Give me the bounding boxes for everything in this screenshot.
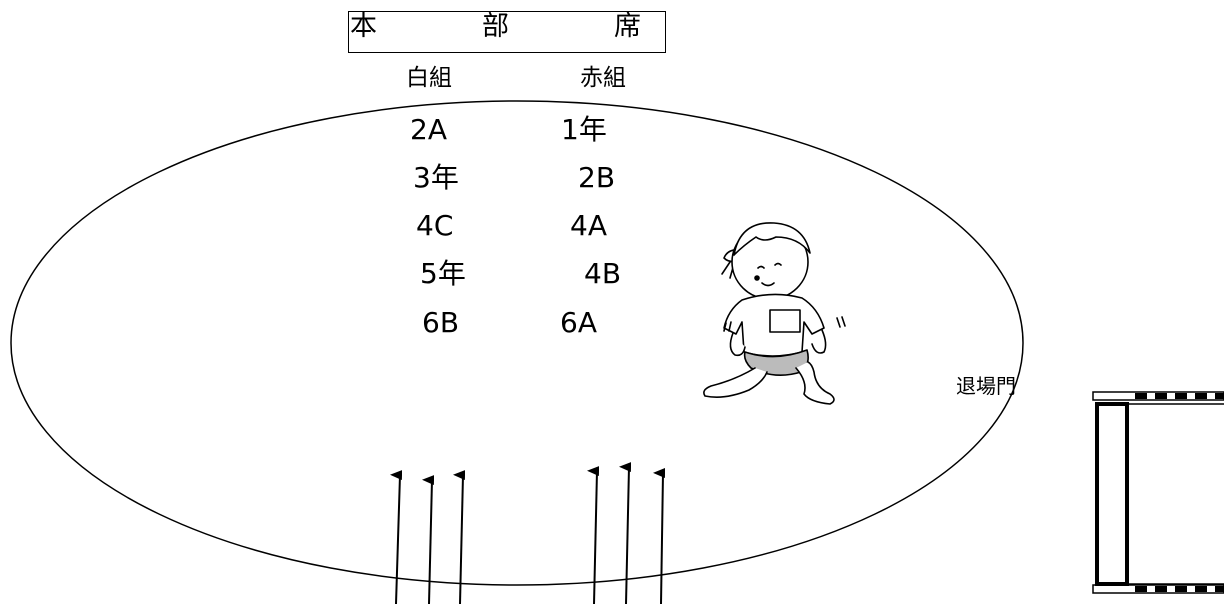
entry-arrow-icon xyxy=(619,462,632,604)
entry-arrow-icon xyxy=(453,470,466,604)
white-team-class: 6B xyxy=(422,306,460,339)
white-team-class: 3年 xyxy=(413,161,459,194)
entry-arrow-icon xyxy=(422,475,435,604)
child-stretching-icon xyxy=(703,222,846,405)
headquarters-label-char: 本 xyxy=(350,11,377,42)
white-team-class: 4C xyxy=(416,209,454,242)
red-team-class: 2B xyxy=(578,161,616,194)
headquarters-box xyxy=(348,11,666,53)
exit-gate-icon xyxy=(1092,391,1224,594)
entry-arrow-icon xyxy=(390,470,403,604)
white-team-label: 白組 xyxy=(406,65,452,91)
track-oval xyxy=(10,100,1024,586)
headquarters-label-char: 席 xyxy=(614,11,641,42)
red-team-label: 赤組 xyxy=(580,65,626,91)
red-team-class: 6A xyxy=(560,306,597,339)
entry-arrow-icon xyxy=(587,466,600,604)
red-team-class: 4A xyxy=(570,209,607,242)
red-team-class: 1年 xyxy=(561,113,607,146)
entry-arrow-icon xyxy=(653,468,666,604)
red-team-class: 4B xyxy=(584,257,622,290)
white-team-class: 5年 xyxy=(420,257,466,290)
headquarters-label-char: 部 xyxy=(482,11,509,42)
exit-gate-label: 退場門 xyxy=(956,374,1016,398)
white-team-class: 2A xyxy=(410,113,447,146)
